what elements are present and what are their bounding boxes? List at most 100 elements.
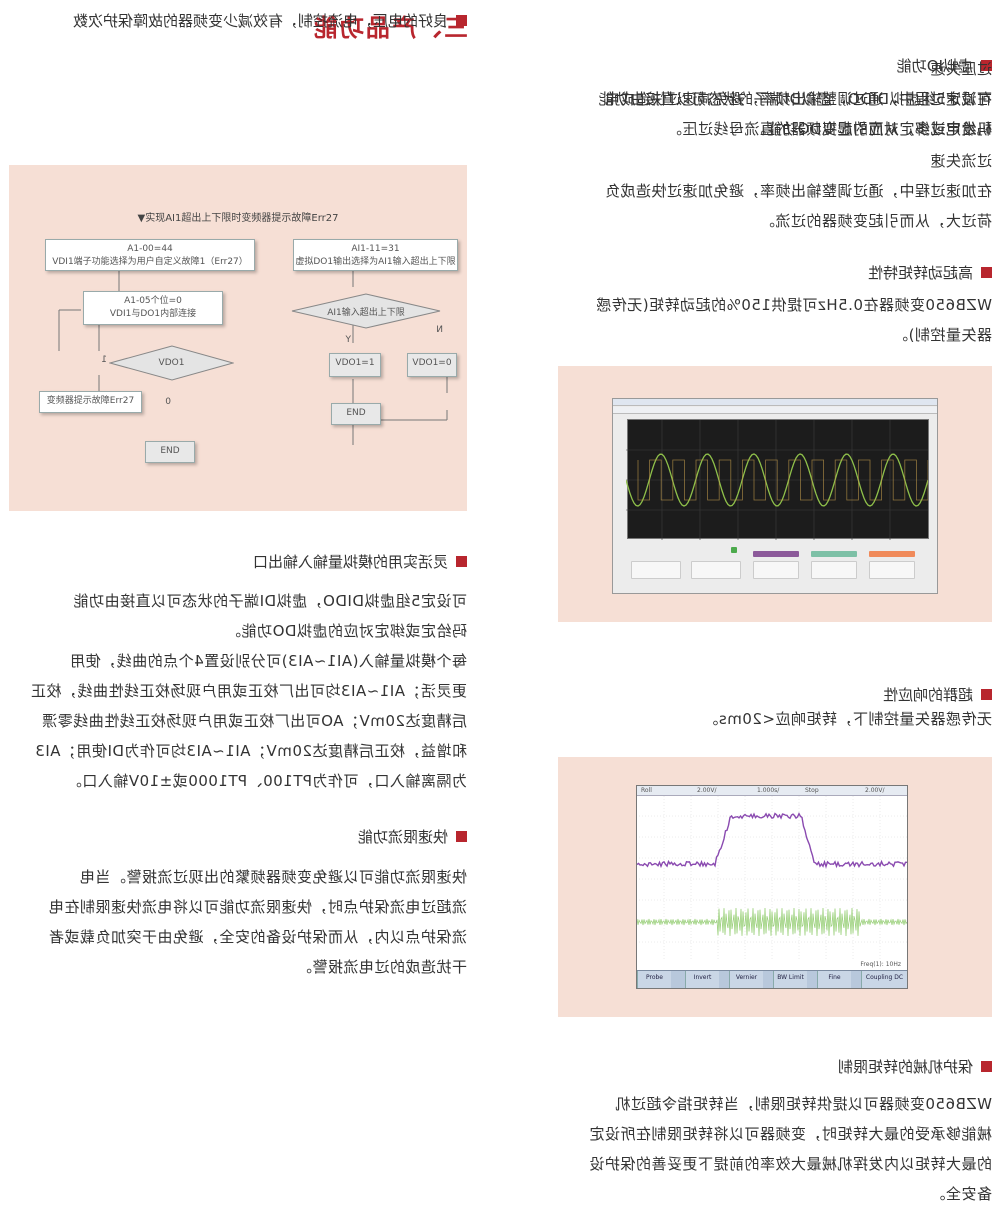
- flow-box-line: A1-00=44: [46, 243, 254, 256]
- setting-box: [631, 561, 681, 579]
- section-response: 超群的响应性: [883, 684, 992, 705]
- stall-label: 过流失速: [522, 146, 992, 176]
- window-titlebar: [613, 399, 937, 406]
- flow-decision-vdo1: VDO1: [109, 345, 234, 381]
- section-heading: 保护机械的转矩限制: [838, 1056, 973, 1077]
- flow-box-line: A1-05个位=0: [84, 295, 222, 308]
- flowchart-panel: ▼实现AI1超出上下限时变频器提示故障Err27 AI1-11=31 虚拟DO1: [9, 165, 467, 511]
- scope-header-text: Stop: [805, 787, 819, 794]
- coupling-button[interactable]: Coupling DC: [861, 971, 907, 988]
- flow-box-err27: 变频器提示故障Err27: [39, 391, 142, 413]
- oscilloscope-panel: Roll 2.00V/ 1.000s/ Stop 2.00V/ Probe: [558, 757, 992, 1017]
- scope-header-text: 2.00V/: [697, 787, 717, 794]
- probe-button[interactable]: Probe: [637, 971, 671, 988]
- analog-io-text: 可设定5组虚拟DIDO，虚拟DI端子的状态可以直接由功能 码给定或绑定对应的虚拟…: [0, 586, 467, 796]
- section-heading: 灵活实用的模拟量输入输出口: [253, 551, 448, 572]
- response-text: 无传感器矢量控制下，转矩响应<20ms。: [522, 704, 992, 734]
- flow-box-vdo1-0: VDO1=0: [407, 353, 457, 377]
- text-line: WZB650变频器在0.5Hz可提供150%的起动转矩(无传感: [522, 290, 992, 320]
- software-window: [612, 398, 938, 594]
- text-line: 干扰造成的过电流报警。: [0, 952, 467, 982]
- section-bullet-icon: [456, 831, 467, 842]
- section-bullet-icon: [981, 1061, 992, 1072]
- text-line: 在加速过程中，通过调整输出频率，避免加速过快造成负: [522, 176, 992, 206]
- text-line: 码给定或绑定对应的虚拟DO功能。: [0, 616, 467, 646]
- text-line: 后精度达20mV；AO可出厂校正或用户现场校正线性曲线零漂: [0, 706, 467, 736]
- scope-softkey-bar: Probe Invert Vernier BW Limit Fine Coupl…: [637, 970, 907, 988]
- scope-header-text: Roll: [641, 787, 652, 794]
- section-analog-io: 灵活实用的模拟量输入输出口: [253, 551, 467, 572]
- high-start-torque-text: WZB650变频器在0.5Hz可提供150%的起动转矩(无传感 器矢量控制)。: [522, 290, 992, 350]
- text-line: 流超过电流保护点时，快速限流功能可以将电流快速限制在电: [0, 892, 467, 922]
- section-bullet-icon: [456, 556, 467, 567]
- waveform-display: [627, 419, 929, 539]
- stall-label: 过压失速: [522, 54, 992, 84]
- section-bullet-icon: [456, 15, 467, 26]
- text-line: 流保护点以内，从而保护设备的安全，避免由于突加负载或者: [0, 922, 467, 952]
- text-line: 可设定5组虚拟DIDO，虚拟DI端子的状态可以直接由功能: [0, 586, 467, 616]
- text-line: 荷过大，从而引起变频器的过流。: [522, 206, 992, 236]
- vernier-button[interactable]: Vernier: [729, 971, 763, 988]
- torque-waveform-panel: [558, 366, 992, 622]
- section-voltage-current: 良好的电压，电流控制，有效减少变频器的故障保护次数: [73, 10, 467, 31]
- setting-box: [753, 561, 799, 579]
- text-line: 快速限流功能可以避免变频器频繁的出现过流报警。当电: [0, 862, 467, 892]
- control-panel: [627, 545, 927, 589]
- channel-chip: [811, 551, 857, 557]
- flow-box-line: VDI1端子功能选择为用户自定义故障1（Err27）: [46, 256, 254, 269]
- flow-box-end-1: END: [331, 403, 381, 425]
- setting-box: [811, 561, 857, 579]
- flow-box-line: AI1-11=31: [294, 243, 457, 256]
- flow-box-a1-05: A1-05个位=0 VDI1与DO1内部连接: [83, 291, 223, 325]
- oscilloscope-plot: [637, 796, 907, 960]
- text-line: 无传感器矢量控制下，转矩响应<20ms。: [522, 704, 992, 734]
- text-line: 械能够承受的最大转矩时，变频器可以将转矩限制在所设定: [522, 1119, 992, 1149]
- section-torque-limit: 保护机械的转矩限制: [838, 1056, 992, 1077]
- section-bullet-icon: [981, 689, 992, 700]
- window-toolbar: [613, 407, 937, 414]
- section-heading: 超群的响应性: [883, 684, 973, 705]
- channel-chip: [753, 551, 799, 557]
- oscilloscope-screen: Roll 2.00V/ 1.000s/ Stop 2.00V/ Probe: [636, 785, 908, 989]
- text-line: 备安全。: [522, 1179, 992, 1209]
- setting-box: [691, 561, 741, 579]
- scope-header-text: 2.00V/: [865, 787, 885, 794]
- flow-decision-label: VDO1: [109, 345, 234, 381]
- text-line: 在减速过程中，通过调整输出频率，避免减速过快造成电: [522, 84, 992, 114]
- text-line: 器矢量控制)。: [522, 320, 992, 350]
- overvoltage-stall-text: 过压失速 在减速过程中，通过调整输出频率，避免减速过快造成电 机发电过多，从而引…: [522, 54, 992, 144]
- flow-box-end-2: END: [145, 441, 195, 463]
- scope-header-text: 1.000s/: [757, 787, 779, 794]
- fast-current-limit-text: 快速限流功能可以避免变频器频繁的出现过流报警。当电 流超过电流保护点时，快速限流…: [0, 862, 467, 982]
- flow-box-line: 虚拟DO1输出选择为AI1输入超出上下限: [294, 256, 457, 269]
- invert-button[interactable]: Invert: [685, 971, 719, 988]
- sine-wave-plot: [626, 420, 928, 540]
- text-line: 的最大转矩以内发挥机械最大效率的前提下更妥善的保护设: [522, 1149, 992, 1179]
- flow-decision-ai1: AI1输入超出上下限: [291, 293, 441, 329]
- scope-status: Freq(1): 10Hz: [860, 961, 901, 968]
- scope-header: Roll 2.00V/ 1.000s/ Stop 2.00V/: [637, 786, 907, 796]
- text-line: 每个模拟量输入(AI1~AI3)可分别设置4个点的曲线，使用: [0, 646, 467, 676]
- flow-label-no: N: [436, 325, 443, 335]
- section-heading: 高起动转矩特性: [868, 262, 973, 283]
- flow-label-yes: Y: [346, 335, 352, 345]
- torque-limit-text: WZB650变频器可以提供转矩限制，当转矩指令超过机 械能够承受的最大转矩时，变…: [522, 1089, 992, 1209]
- channel-chip: [869, 551, 915, 557]
- setting-box: [869, 561, 915, 579]
- text-line: 更灵活；AI1~AI3均可出厂校正或用户现场校正线性曲线，校正: [0, 676, 467, 706]
- text-line: 为隔离输入口，可作为PT100、PT1000或±10V输入口。: [0, 766, 467, 796]
- overcurrent-stall-text: 过流失速 在加速过程中，通过调整输出频率，避免加速过快造成负 荷过大，从而引起变…: [522, 146, 992, 236]
- bw-limit-button[interactable]: BW Limit: [773, 971, 807, 988]
- flow-decision-label: AI1输入超出上下限: [291, 293, 441, 329]
- flow-box-a1-00: A1-00=44 VDI1端子功能选择为用户自定义故障1（Err27）: [45, 239, 255, 271]
- text-line: 机发电过多，从而引起变频器的直流母线过压。: [522, 114, 992, 144]
- play-icon: [731, 547, 737, 553]
- fine-button[interactable]: Fine: [817, 971, 851, 988]
- section-high-start-torque: 高起动转矩特性: [868, 262, 992, 283]
- flow-box-line: VDI1与DO1内部连接: [84, 308, 222, 321]
- section-text: 良好的电压，电流控制，有效减少变频器的故障保护次数: [73, 10, 448, 31]
- text-line: WZB650变频器可以提供转矩限制，当转矩指令超过机: [522, 1089, 992, 1119]
- flow-label-zero: 0: [165, 397, 171, 407]
- flow-box-vdo1-1: VDO1=1: [329, 353, 381, 377]
